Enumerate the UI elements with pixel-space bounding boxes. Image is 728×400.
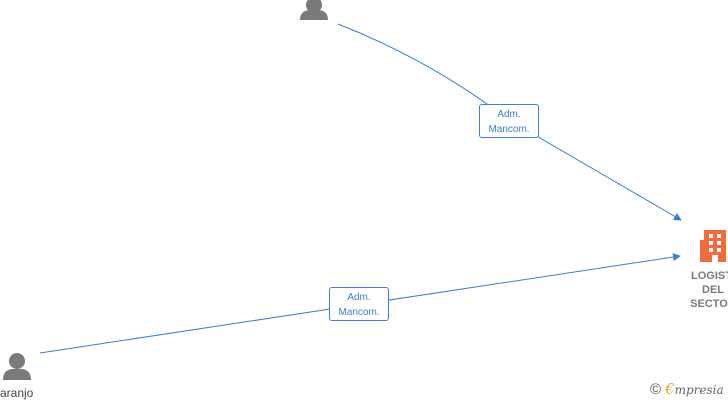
edge-label-bottom[interactable]: Adm. Mancom. (329, 287, 389, 321)
brand-logo: €mpresia (665, 380, 724, 399)
edge-label-top-line1: Adm. (497, 109, 521, 120)
edge-label-bottom-line2: Mancom. (338, 307, 380, 318)
company-name[interactable]: LOGISTI DEL SECTOR (668, 269, 728, 311)
person-bottom-icon[interactable] (3, 353, 31, 380)
edge-label-top[interactable]: Adm. Mancom. (479, 104, 539, 138)
company-name-line1: LOGISTI (691, 270, 728, 282)
company-building-icon[interactable] (700, 230, 726, 262)
edge-label-bottom-line1: Adm. (347, 292, 371, 303)
brand-logo-letter: € (665, 380, 675, 398)
company-name-line3: SECTOR (690, 298, 728, 310)
company-name-line2: DEL (702, 284, 724, 296)
brand-watermark: © €mpresia (650, 380, 724, 399)
brand-logo-text: mpresia (674, 383, 724, 397)
person-bottom-name[interactable]: aranjo (0, 386, 34, 400)
copyright-icon: © (650, 381, 662, 398)
person-top-icon[interactable] (300, 0, 328, 20)
edge-label-top-line2: Mancom. (488, 124, 530, 135)
